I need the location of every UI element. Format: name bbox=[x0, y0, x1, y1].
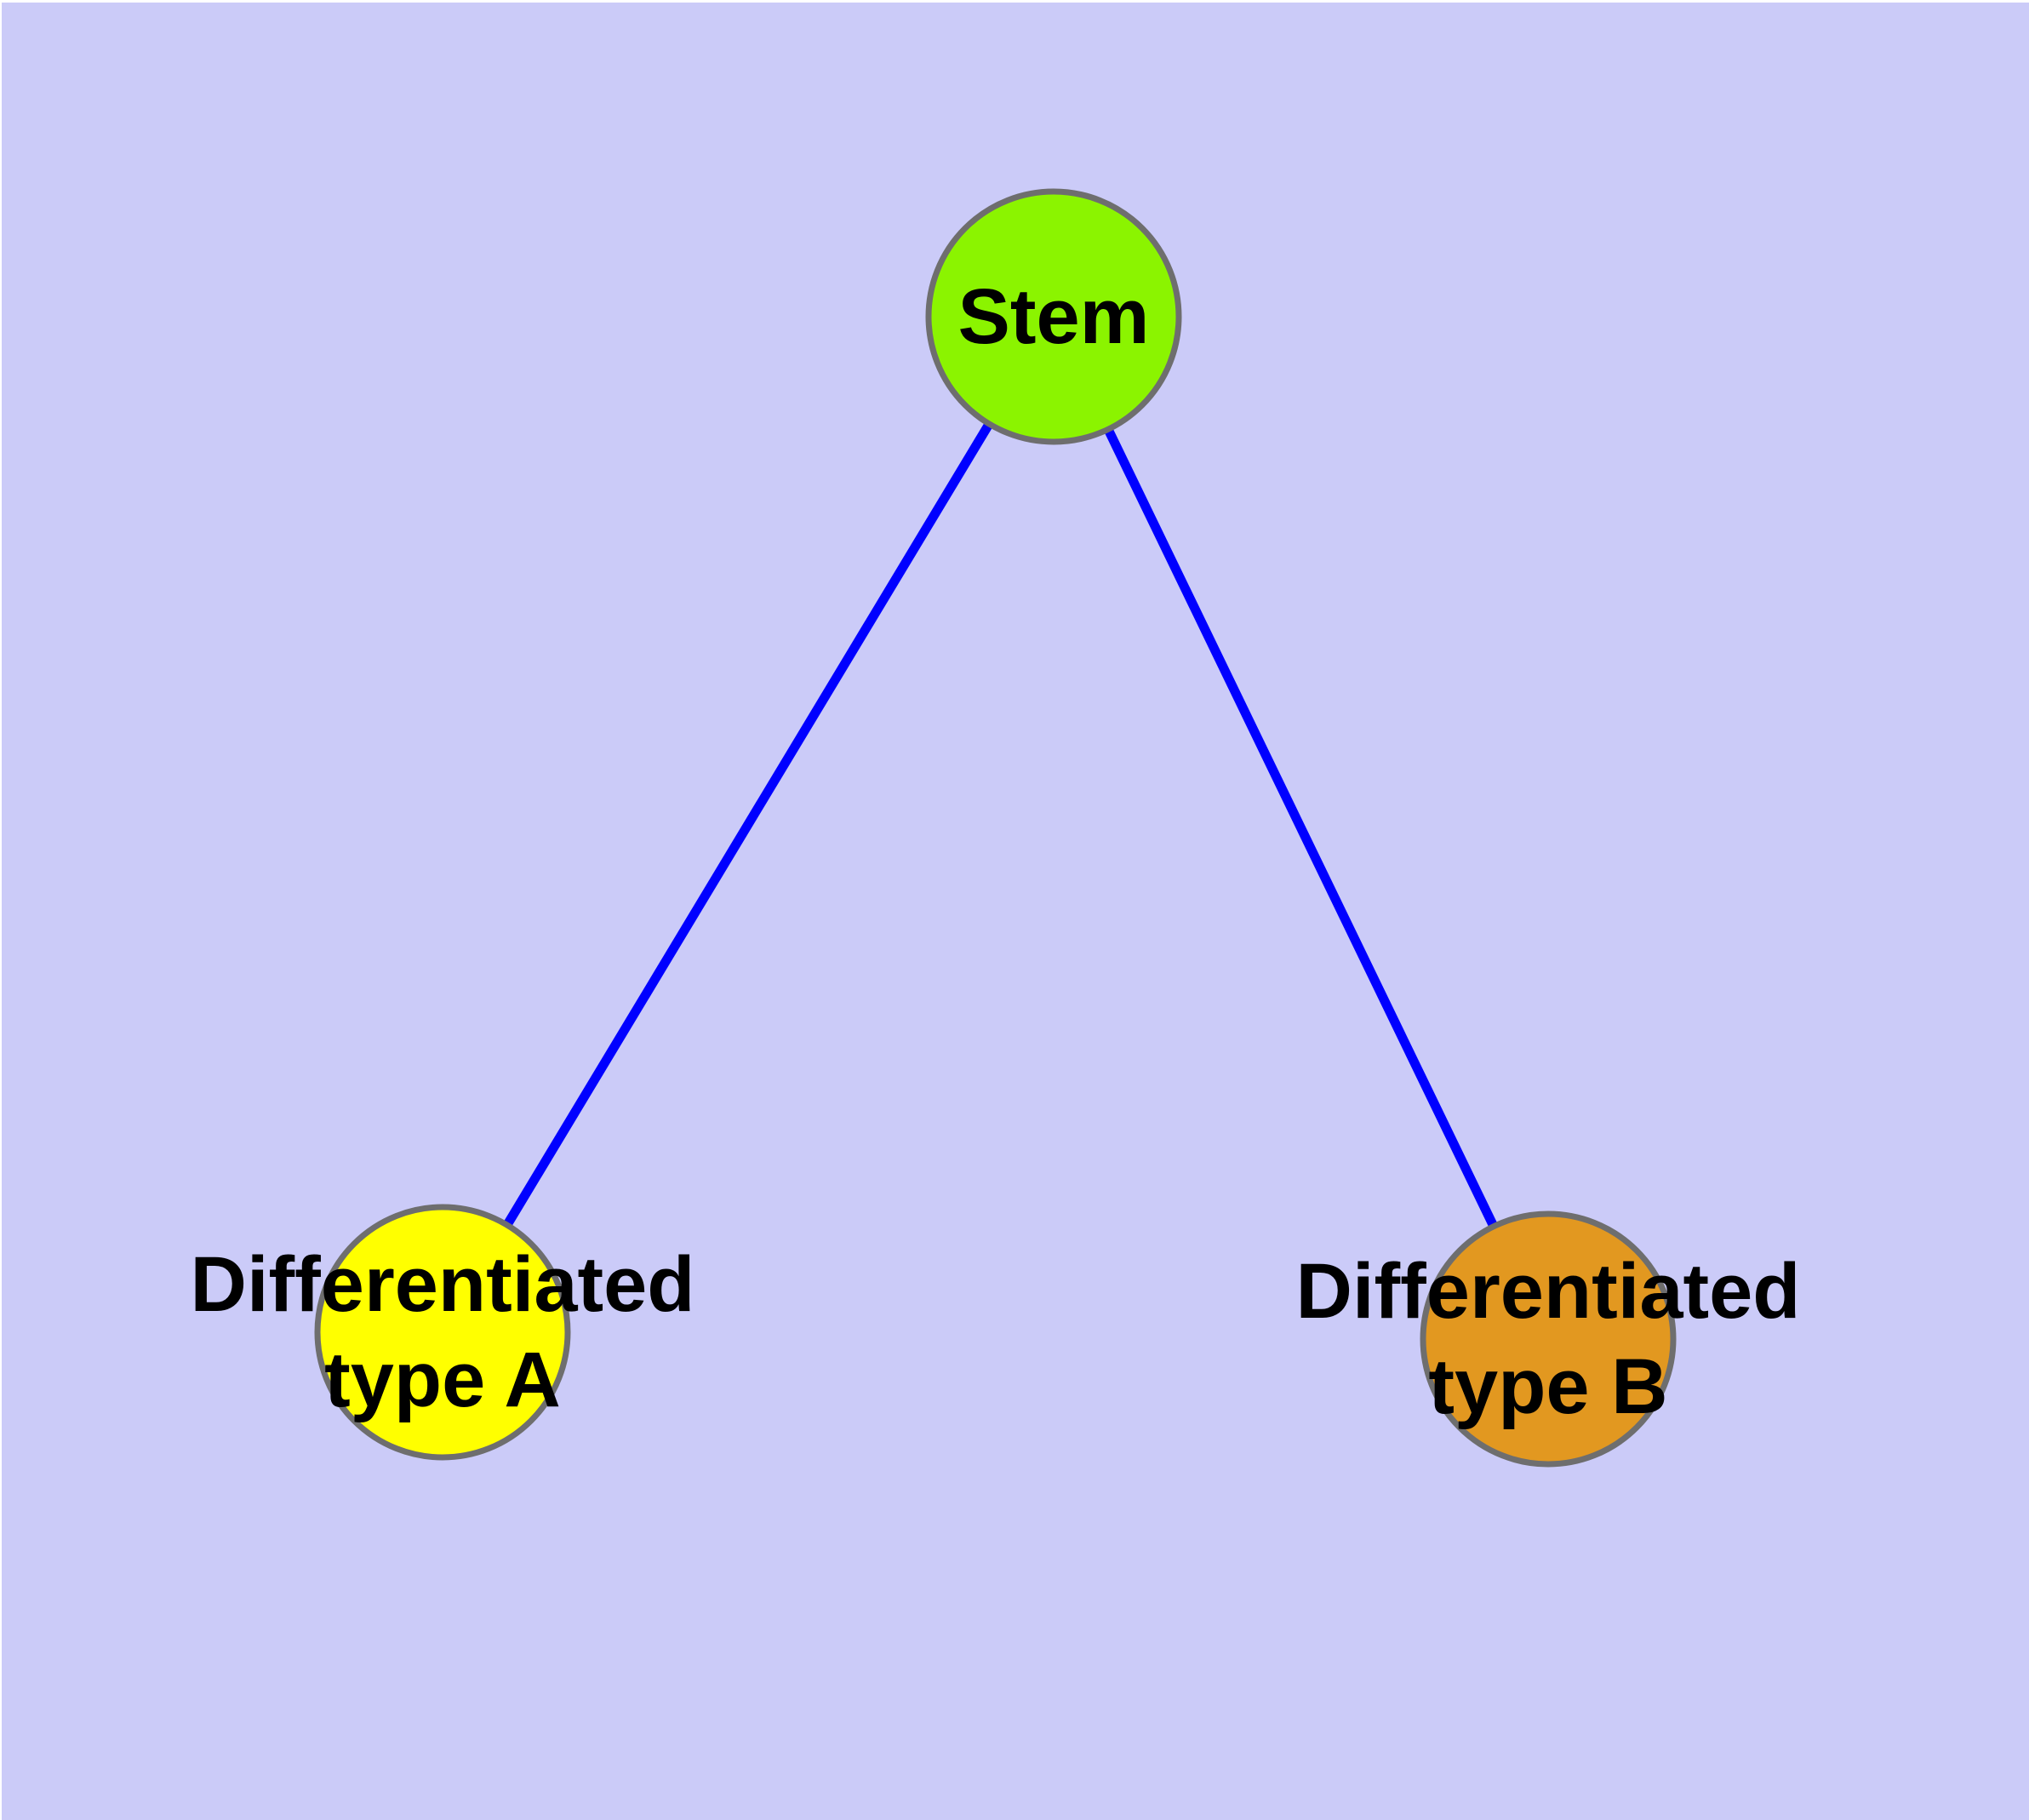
edge-stem-to-type-b bbox=[1049, 314, 1552, 1342]
node-stem bbox=[925, 188, 1182, 445]
edge-stem-to-type-a bbox=[438, 314, 1058, 1335]
node-differentiated-type-a bbox=[314, 1204, 571, 1461]
node-differentiated-type-b bbox=[1420, 1210, 1677, 1468]
